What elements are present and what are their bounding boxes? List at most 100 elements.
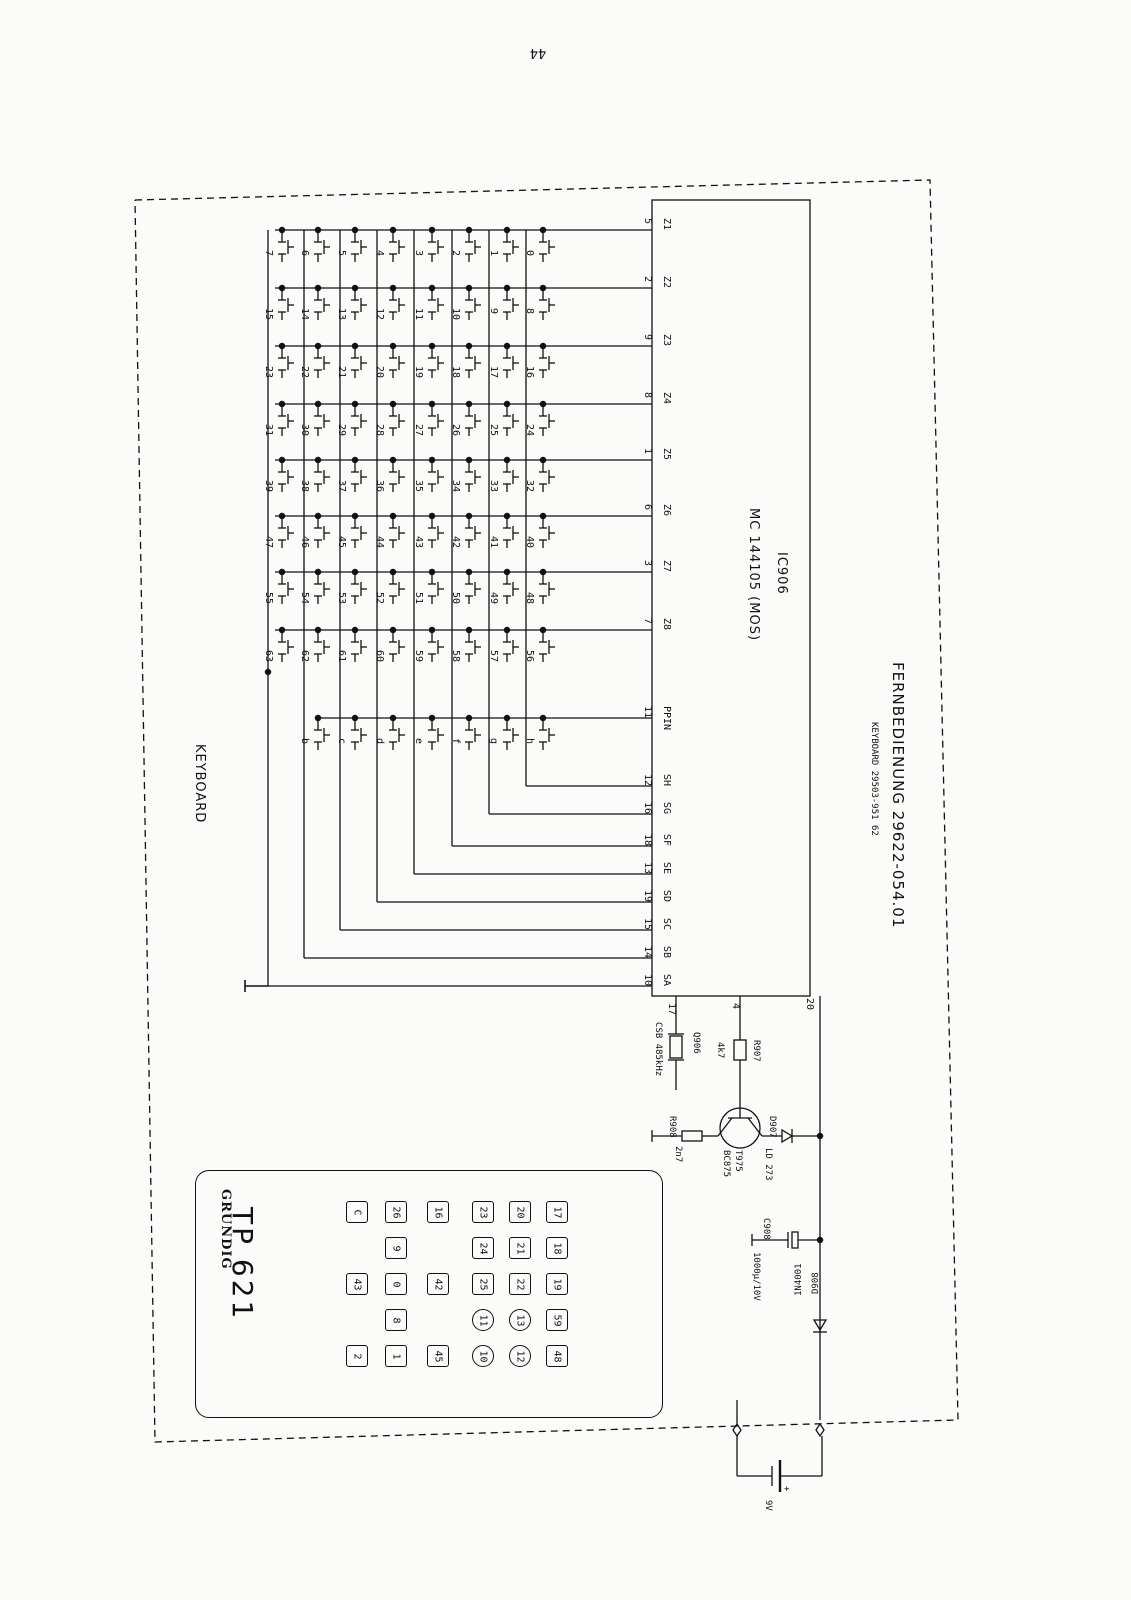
junction-dot xyxy=(264,668,272,676)
remote-button-20: 20 xyxy=(509,1201,531,1223)
key-label-14: 14 xyxy=(299,308,310,321)
remote-button-label: 11 xyxy=(477,1313,489,1327)
key-label-12: 12 xyxy=(374,308,385,321)
ic-pin-name-sa: SA xyxy=(661,974,672,987)
key-label-f: f xyxy=(450,738,461,745)
key-label-4: 4 xyxy=(374,250,385,257)
terminal-right xyxy=(815,1422,825,1438)
remote-button-label: 26 xyxy=(390,1205,402,1219)
remote-button-label: 8 xyxy=(390,1316,402,1324)
d908-diode-triangle xyxy=(812,1319,828,1332)
key-label-27: 27 xyxy=(413,424,424,437)
remote-button-23: 23 xyxy=(472,1201,494,1223)
key-label-35: 35 xyxy=(413,480,424,493)
ic-pin-number-z7: 3 xyxy=(642,560,653,567)
remote-model-name: TP 621 xyxy=(226,1207,259,1322)
key-label-40: 40 xyxy=(524,536,535,549)
ic-pin-name-z2: Z2 xyxy=(661,276,672,289)
key-label-25: 25 xyxy=(488,424,499,437)
remote-button-8: 8 xyxy=(385,1309,407,1331)
r907-resistor-body xyxy=(733,1039,747,1061)
key-label-52: 52 xyxy=(374,592,385,605)
q906-ref-label: Q906 xyxy=(691,1032,701,1054)
ic-pin-number-17: 17 xyxy=(666,1003,677,1016)
remote-button-13: 13 xyxy=(509,1309,531,1331)
remote-button-label: 12 xyxy=(514,1349,526,1363)
ic-pin-name-z5: Z5 xyxy=(661,448,672,461)
key-label-55: 55 xyxy=(263,592,274,605)
dashed-frame-outline xyxy=(134,179,959,1443)
ic-pin-name-sc: SC xyxy=(661,918,672,931)
r907-value-label: 4k7 xyxy=(715,1042,725,1059)
key-label-41: 41 xyxy=(488,536,499,549)
remote-button-24: 24 xyxy=(472,1237,494,1259)
schematic-subtitle: KEYBOARD 29503-951 62 xyxy=(869,722,879,836)
ic-pin-number-se: 13 xyxy=(642,862,653,875)
remote-button-9: 9 xyxy=(385,1237,407,1259)
key-label-45: 45 xyxy=(336,536,347,549)
remote-button-16: 16 xyxy=(427,1201,449,1223)
remote-button-11: 11 xyxy=(472,1309,494,1331)
ic-pin-number-z1: 5 xyxy=(642,218,653,225)
key-label-c: c xyxy=(336,738,347,745)
ic-pin-number-sd: 19 xyxy=(642,890,653,903)
remote-button-22: 22 xyxy=(509,1273,531,1295)
ic-pin-number-sb: 14 xyxy=(642,946,653,959)
d907-ref-label: D907 xyxy=(767,1116,777,1138)
c908-plate-electrolytic xyxy=(791,1231,799,1249)
key-label-42: 42 xyxy=(450,536,461,549)
remote-button-label: 59 xyxy=(551,1313,563,1327)
ic-pin-number-sa: 10 xyxy=(642,974,653,987)
key-label-17: 17 xyxy=(488,366,499,379)
ic-pin-name-sh: SH xyxy=(661,774,672,787)
ic-pin-number-4: 4 xyxy=(730,1003,741,1010)
remote-button-label: 45 xyxy=(432,1349,444,1363)
junction-dot xyxy=(816,1132,824,1140)
remote-button-label: 0 xyxy=(390,1280,402,1288)
remote-button-48: 48 xyxy=(546,1345,568,1367)
key-label-61: 61 xyxy=(336,650,347,663)
key-label-60: 60 xyxy=(374,650,385,663)
ic-pin-number-sf: 18 xyxy=(642,834,653,847)
q906-resonator-body xyxy=(669,1035,683,1059)
key-label-20: 20 xyxy=(374,366,385,379)
remote-button-label: 42 xyxy=(432,1277,444,1291)
key-label-34: 34 xyxy=(450,480,461,493)
ic-pin-name-sg: SG xyxy=(661,802,672,815)
ic-pin-number-z8: 7 xyxy=(642,618,653,625)
ic-pin-number-sh: 12 xyxy=(642,774,653,787)
ic-part-number: MC 144105 (MOS) xyxy=(746,508,761,642)
r908-ref-label: R908 xyxy=(667,1116,677,1138)
key-label-30: 30 xyxy=(299,424,310,437)
remote-button-label: 20 xyxy=(514,1205,526,1219)
remote-button-label: 23 xyxy=(477,1205,489,1219)
remote-button-label: 2 xyxy=(351,1352,363,1360)
key-label-39: 39 xyxy=(263,480,274,493)
key-label-26: 26 xyxy=(450,424,461,437)
key-label-43: 43 xyxy=(413,536,424,549)
key-label-47: 47 xyxy=(263,536,274,549)
ic-pin-number-sc: 15 xyxy=(642,918,653,931)
key-label-54: 54 xyxy=(299,592,310,605)
d908-ref-label: D908 xyxy=(811,1272,821,1294)
c908-value-label: 1000µ/10V xyxy=(751,1252,761,1301)
key-label-58: 58 xyxy=(450,650,461,663)
ic-pin-name-z1: Z1 xyxy=(661,218,672,231)
key-label-21: 21 xyxy=(336,366,347,379)
ic-pin-name-z8: Z8 xyxy=(661,618,672,631)
d907-led-triangle xyxy=(781,1128,794,1144)
remote-button-26: 26 xyxy=(385,1201,407,1223)
ic-pin-name-z3: Z3 xyxy=(661,334,672,347)
ic-pin-name-z4: Z4 xyxy=(661,392,672,405)
key-label-46: 46 xyxy=(299,536,310,549)
ic-pin-number-z2: 2 xyxy=(642,276,653,283)
c908-ref-label: C908 xyxy=(761,1218,771,1240)
remote-button-25: 25 xyxy=(472,1273,494,1295)
key-label-1: 1 xyxy=(488,250,499,257)
key-label-h: h xyxy=(524,738,535,745)
remote-button-c: C xyxy=(346,1201,368,1223)
key-label-31: 31 xyxy=(263,424,274,437)
r908-value-label: 2n7 xyxy=(673,1146,683,1163)
key-label-44: 44 xyxy=(374,536,385,549)
